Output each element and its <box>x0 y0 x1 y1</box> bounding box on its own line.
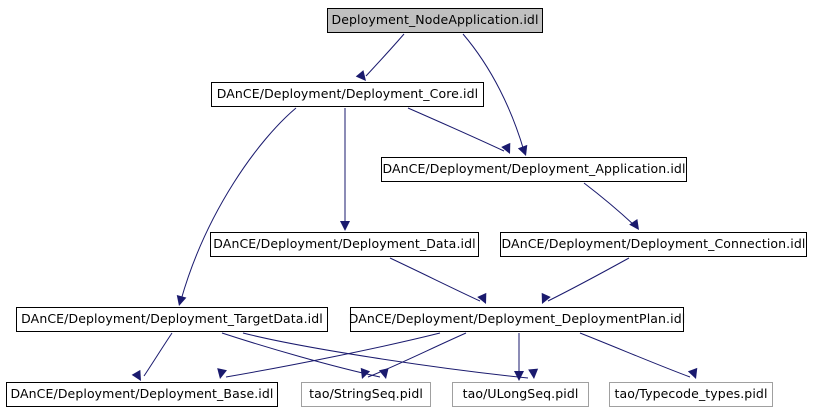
graph-edge-line <box>367 332 467 378</box>
graph-node-label: tao/Typecode_types.pidl <box>614 386 768 402</box>
graph-edge-line <box>180 107 297 301</box>
graph-edge-deploymentplan-to-typecode <box>579 332 698 379</box>
graph-edge-arrowhead <box>360 367 371 379</box>
graph-edge-line <box>389 257 481 302</box>
graph-edge-arrowhead <box>501 142 511 154</box>
graph-edge-deploymentplan-to-base <box>217 332 441 379</box>
graph-edge-core-to-targetdata <box>176 107 297 306</box>
graph-edge-arrowhead <box>629 218 639 230</box>
graph-node-ulongseq[interactable]: tao/ULongSeq.pidl <box>452 382 589 407</box>
graph-edge-line <box>583 182 635 226</box>
graph-edge-arrowhead <box>477 292 487 304</box>
graph-node-core[interactable]: DAnCE/Deployment/Deployment_Core.idl <box>211 82 484 107</box>
graph-node-connection[interactable]: DAnCE/Deployment/Deployment_Connection.i… <box>500 232 807 257</box>
graph-node-label: DAnCE/Deployment/Deployment_DeploymentPl… <box>348 311 686 327</box>
graph-node-root[interactable]: Deployment_NodeApplication.idl <box>327 8 543 33</box>
graph-edge-targetdata-to-base <box>131 332 173 381</box>
graph-node-label: Deployment_NodeApplication.idl <box>331 12 539 28</box>
graph-node-label: DAnCE/Deployment/Deployment_Base.idl <box>10 386 274 402</box>
graph-edge-line <box>407 107 505 152</box>
graph-node-label: DAnCE/Deployment/Deployment_Application.… <box>382 161 686 177</box>
graph-edge-application-to-connection <box>583 182 639 230</box>
graph-node-stringseq[interactable]: tao/StringSeq.pidl <box>301 382 431 407</box>
graph-node-label: tao/StringSeq.pidl <box>309 386 423 402</box>
graph-edge-line <box>365 33 405 77</box>
graph-node-label: DAnCE/Deployment/Deployment_Data.idl <box>213 236 476 252</box>
graph-edge-line <box>221 332 381 378</box>
graph-edge-arrowhead <box>528 368 539 379</box>
graph-edge-line <box>242 332 529 379</box>
graph-edge-arrowhead <box>340 221 350 231</box>
graph-edge-arrowhead <box>517 144 528 156</box>
graph-node-targetdata[interactable]: DAnCE/Deployment/Deployment_TargetData.i… <box>16 307 328 332</box>
graph-node-label: DAnCE/Deployment/Deployment_TargetData.i… <box>21 311 323 327</box>
graph-edge-line <box>579 332 691 378</box>
graph-edge-root-to-core <box>355 33 405 81</box>
graph-edge-line <box>547 257 630 302</box>
graph-edge-connection-to-deploymentplan <box>541 257 630 304</box>
graph-edge-core-to-application <box>407 107 511 154</box>
graph-edge-data-to-deploymentplan <box>389 257 487 304</box>
graph-edge-arrowhead <box>687 367 698 379</box>
graph-node-base[interactable]: DAnCE/Deployment/Deployment_Base.idl <box>6 382 278 407</box>
graph-edge-targetdata-to-stringseq <box>221 332 389 379</box>
graph-node-deploymentplan[interactable]: DAnCE/Deployment/Deployment_DeploymentPl… <box>348 307 686 332</box>
graph-edge-deploymentplan-to-ulongseq <box>514 333 524 381</box>
graph-edge-targetdata-to-ulongseq <box>242 332 539 379</box>
graph-edge-line <box>225 332 441 378</box>
graph-edge-arrowhead <box>378 368 389 379</box>
graph-edge-deploymentplan-to-stringseq <box>360 332 467 379</box>
graph-edge-arrowhead <box>514 371 524 381</box>
graph-edge-arrowhead <box>217 368 227 379</box>
graph-node-data[interactable]: DAnCE/Deployment/Deployment_Data.idl <box>210 232 479 257</box>
graph-node-label: tao/ULongSeq.pidl <box>462 386 579 402</box>
graph-node-typecode[interactable]: tao/Typecode_types.pidl <box>609 382 773 407</box>
graph-edge-core-to-data <box>340 108 350 231</box>
graph-node-label: DAnCE/Deployment/Deployment_Connection.i… <box>501 236 806 252</box>
graph-node-application[interactable]: DAnCE/Deployment/Deployment_Application.… <box>381 157 687 182</box>
graph-edge-arrowhead <box>176 295 187 306</box>
graph-node-label: DAnCE/Deployment/Deployment_Core.idl <box>216 86 479 102</box>
graph-edge-line <box>143 332 173 377</box>
graph-edge-arrowhead <box>541 292 551 304</box>
